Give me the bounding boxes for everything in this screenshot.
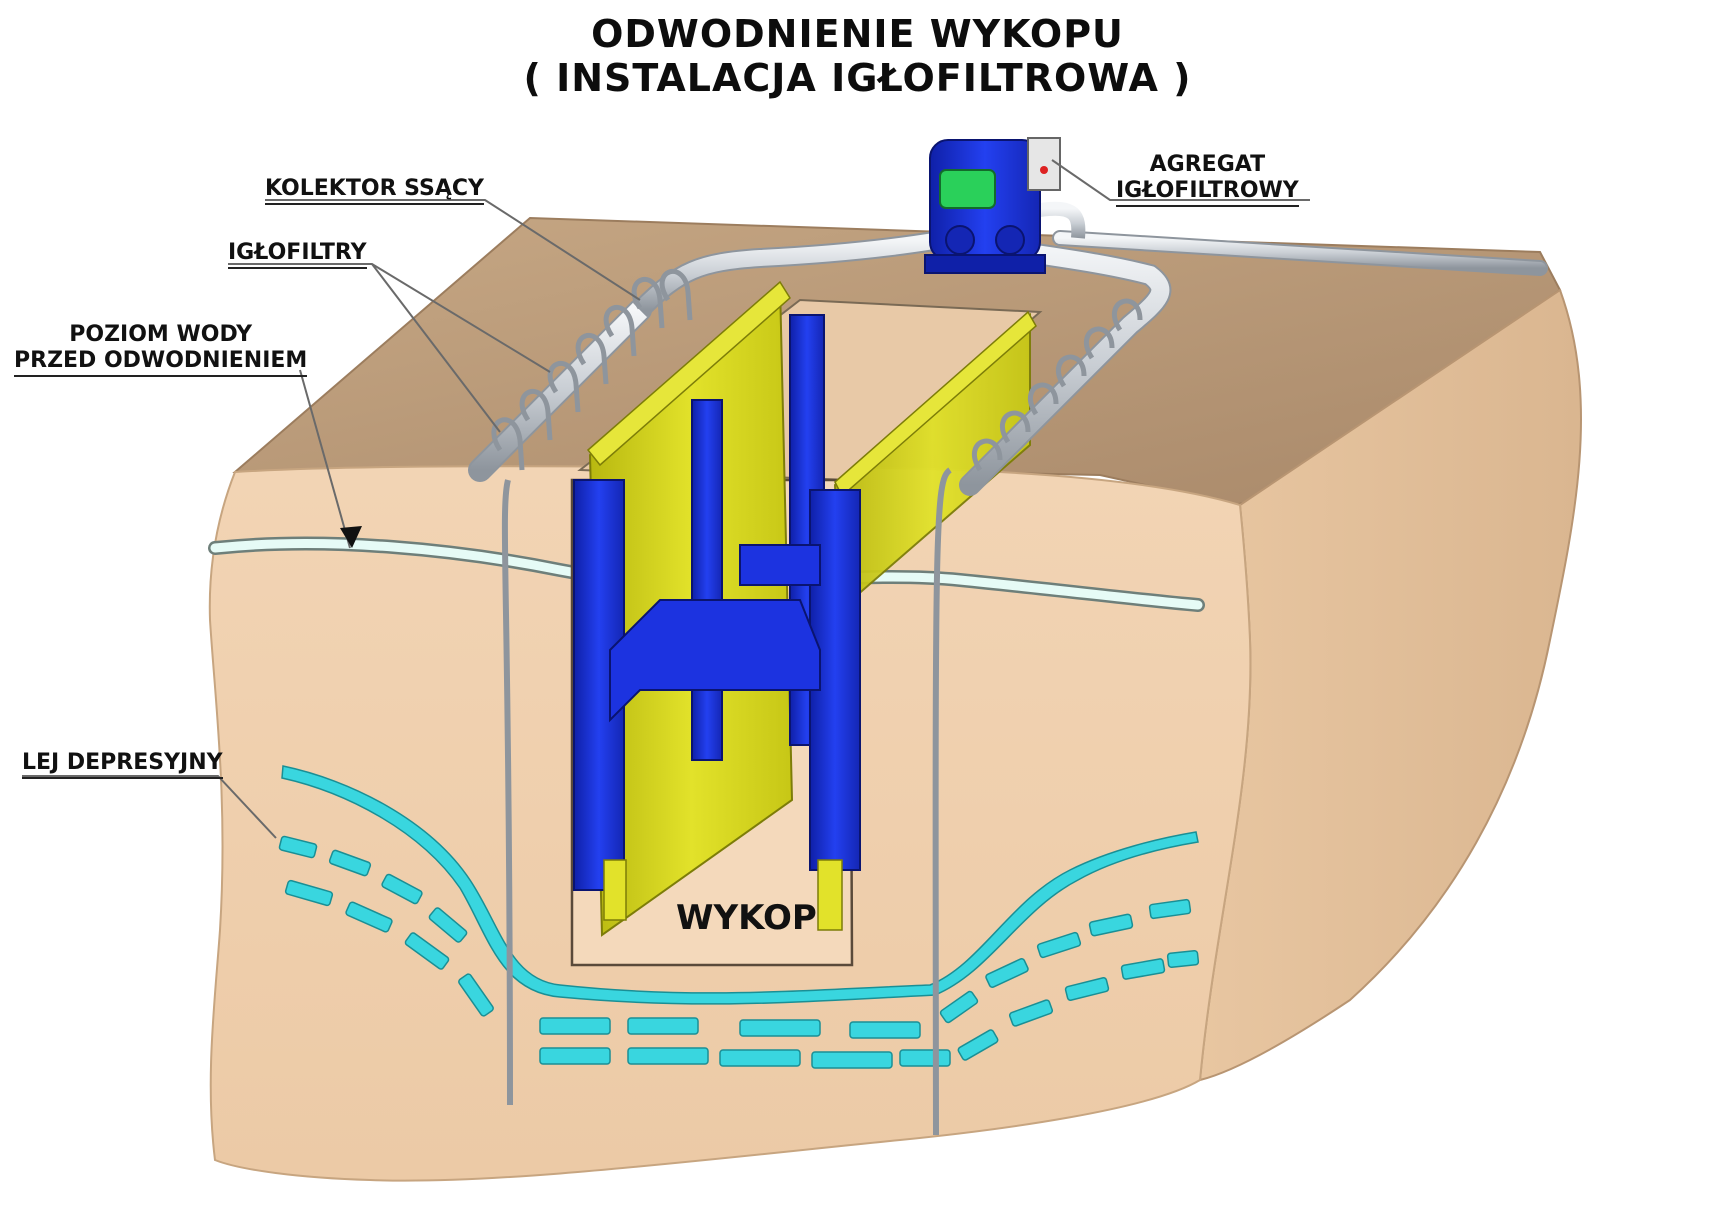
label-agregat-line1: AGREGAT — [1149, 152, 1266, 177]
label-agregat: AGREGAT IGŁOFILTROWY — [1116, 152, 1299, 207]
diagram-title-line1: ODWODNIENIE WYKOPU — [591, 12, 1124, 56]
label-poziom-line1: POZIOM WODY — [69, 322, 253, 347]
discharge-pipe — [1039, 201, 1548, 276]
wellpoints-right — [932, 298, 1143, 1136]
label-poziom-wody: POZIOM WODY PRZED ODWODNIENIEM — [14, 322, 308, 377]
leader-lines — [22, 159, 1310, 839]
wellpoint-pump-unit — [924, 137, 1061, 274]
suction-collector-left — [468, 230, 942, 482]
blue-post-mid — [691, 399, 723, 761]
depression-cone — [278, 765, 1200, 1069]
label-lej: LEJ DEPRESYJNY — [22, 750, 223, 779]
blue-strut-upper — [739, 544, 821, 586]
label-kolektor-text: KOLEKTOR SSĄCY — [265, 176, 484, 205]
label-lej-text: LEJ DEPRESYJNY — [22, 750, 223, 779]
leader-agregat — [1051, 159, 1310, 201]
blue-strut — [609, 599, 821, 723]
leader-poziom — [299, 369, 351, 549]
wellpoints-left — [491, 269, 693, 1106]
panel-foot-left — [603, 859, 627, 921]
label-kolektor: KOLEKTOR SSĄCY — [265, 176, 484, 205]
shoring-system — [573, 280, 1037, 937]
label-iglofiltry: IGŁOFILTRY — [228, 240, 367, 269]
panel-foot-right — [817, 859, 843, 931]
label-wykop: WYKOP — [676, 898, 817, 938]
leader-iglofiltry-2 — [371, 263, 501, 433]
diagram-title-line2: ( INSTALACJA IGŁOFILTROWA ) — [523, 56, 1192, 100]
leader-lej — [22, 775, 277, 839]
water-level-arrow — [340, 526, 362, 548]
label-poziom-line2: PRZED ODWODNIENIEM — [14, 348, 308, 377]
label-iglofiltry-text: IGŁOFILTRY — [228, 240, 367, 269]
leader-kolektor — [265, 199, 641, 301]
label-agregat-line2: IGŁOFILTROWY — [1116, 178, 1299, 207]
